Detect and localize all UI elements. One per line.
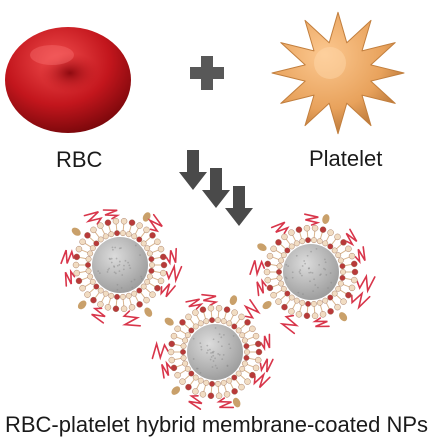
- coated-nanoparticle-icon: [151, 293, 274, 410]
- down-arrows-icon: [179, 150, 253, 226]
- red-blood-cell-icon: [5, 27, 131, 133]
- down-arrow-icon: [202, 168, 230, 208]
- coated-nanoparticle-icon: [60, 209, 183, 327]
- rbc-label: RBC: [56, 147, 103, 172]
- coated-nanoparticle-icon: [249, 213, 376, 335]
- caption: RBC-platelet hybrid membrane-coated NPs: [4, 412, 429, 437]
- platelet-icon: [271, 11, 405, 135]
- down-arrow-icon: [179, 150, 207, 190]
- down-arrow-icon: [225, 186, 253, 226]
- nanoparticle-group: [60, 209, 376, 410]
- platelet-label: Platelet: [309, 146, 383, 171]
- plus-icon: [190, 56, 224, 90]
